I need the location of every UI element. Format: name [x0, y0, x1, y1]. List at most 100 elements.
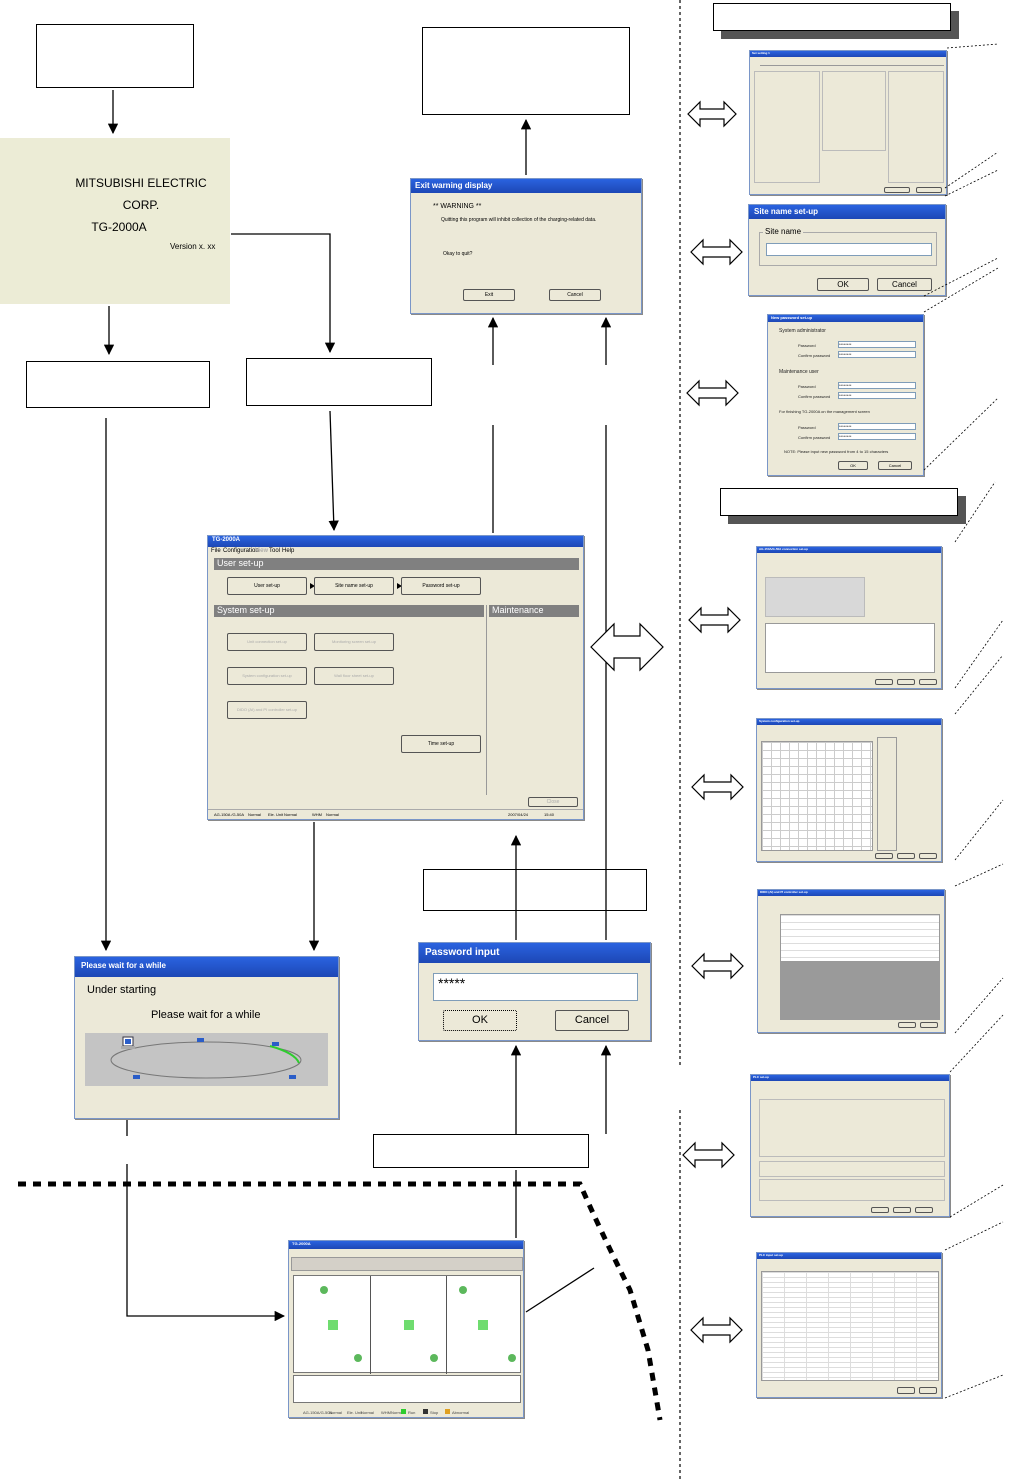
time-setup-button[interactable]: Time set-up — [401, 735, 481, 753]
unit-icon[interactable] — [320, 1286, 328, 1294]
splash-version: Version x. xx — [170, 242, 216, 251]
menu-tool[interactable]: Tool — [269, 548, 281, 554]
monitoring-window: TG-2000A AG-150A/G-50A Normal Ele. Unit … — [288, 1240, 524, 1418]
unit-icon[interactable] — [459, 1286, 467, 1294]
network-ring-graphic — [110, 1036, 302, 1079]
please-wait-title: Please wait for a while — [75, 957, 338, 977]
thumb-plc-window: PLC set-up — [750, 1074, 950, 1217]
thumb4-back-button[interactable] — [875, 679, 893, 685]
password-setup-button[interactable]: Password set-up — [401, 577, 481, 595]
monitor-status-ele: Ele. Unit — [347, 1410, 363, 1415]
flow-box-password — [423, 869, 647, 911]
thumb6-cancel-button[interactable] — [920, 1022, 938, 1028]
flow-box-left — [26, 361, 210, 408]
exit-button[interactable]: Exit — [463, 289, 515, 301]
new-password-ok-button[interactable]: OK — [838, 461, 868, 470]
maint-confirm-input[interactable]: ******** — [838, 392, 916, 399]
splash-line-1: MITSUBISHI ELECTRIC — [75, 176, 207, 190]
thumb5-back-button[interactable] — [875, 853, 893, 859]
close-button[interactable]: Close — [528, 797, 578, 807]
status-date: 2007/04/24 — [508, 812, 529, 817]
thumb1-finish-button[interactable] — [884, 187, 910, 193]
please-wait-dialog: Please wait for a while Under starting P… — [74, 956, 339, 1119]
menu-view[interactable]: View — [255, 548, 268, 554]
password-ok-button[interactable]: OK — [443, 1010, 517, 1031]
thumb-plc-input-window: PLC input set-up — [756, 1252, 942, 1398]
status-ag150: AG-150A /G-50A — [214, 812, 245, 817]
sysadmin-password-input[interactable]: ******** — [838, 341, 916, 348]
room-divider — [446, 1276, 447, 1374]
abnormal-legend-icon — [445, 1409, 450, 1414]
thumb-setting-window: Set setting 1 — [749, 50, 947, 195]
label-system-setup-group — [720, 488, 958, 516]
thumb1-tab-strip — [760, 61, 944, 66]
status-ele-unit-value: Normal — [284, 812, 297, 817]
unit-icon[interactable] — [404, 1320, 414, 1330]
monitor-toolbar — [291, 1257, 523, 1271]
thumb1-cancel-button[interactable] — [916, 187, 942, 193]
thumb6-ok-button[interactable] — [898, 1022, 916, 1028]
thumb6-title: DIDO (AI) and PI controller set-up — [758, 890, 944, 896]
exit-message: Quitting this program will inhibit colle… — [441, 217, 597, 223]
flow-box-exit — [422, 27, 630, 115]
menu-file[interactable]: File — [211, 548, 221, 554]
sysadmin-password-label: Password — [798, 343, 816, 348]
site-name-input[interactable] — [766, 243, 932, 256]
thumb5-side-panel — [877, 737, 897, 851]
menu-help[interactable]: Help — [282, 548, 295, 554]
maint-password-input[interactable]: ******** — [838, 382, 916, 389]
thumb8-close-button[interactable] — [919, 1387, 937, 1394]
finish-password-input[interactable]: ******** — [838, 423, 916, 430]
sysadmin-confirm-input[interactable]: ******** — [838, 351, 916, 358]
unit-icon[interactable] — [508, 1354, 516, 1362]
site-name-ok-button[interactable]: OK — [817, 278, 869, 291]
user-setup-button[interactable]: User set-up — [227, 577, 307, 595]
sysadmin-confirm-label: Confirm password — [798, 353, 831, 358]
finish-confirm-input[interactable]: ******** — [838, 433, 916, 440]
thumb4-finish-button[interactable] — [897, 679, 915, 685]
monitor-status-ele-value: Normal — [361, 1410, 374, 1415]
wall-floor-sheet-button[interactable]: Wall floor sheet set-up — [314, 667, 394, 685]
password-input[interactable]: ***** — [433, 973, 638, 1001]
thumb4-cancel-button[interactable] — [919, 679, 937, 685]
password-cancel-button[interactable]: Cancel — [555, 1010, 629, 1031]
thumb-unit-connection-window: AG-150A/G-50A connection set-up — [756, 546, 942, 689]
thumb7-cancel-button[interactable] — [915, 1207, 933, 1213]
thumb7-ok-button[interactable] — [893, 1207, 911, 1213]
site-name-label: Site name — [763, 227, 804, 236]
new-password-dialog: New password set-up System administrator… — [767, 314, 924, 476]
system-configuration-button[interactable]: System configuration set-up — [227, 667, 307, 685]
thumb8-table — [761, 1271, 939, 1381]
monitoring-screen-button[interactable]: Monitoring screen set-up — [314, 633, 394, 651]
unit-icon[interactable] — [328, 1320, 338, 1330]
thumb1-panel-right — [888, 71, 944, 183]
system-setup-bar: System set-up — [214, 605, 484, 617]
monitor-title: TG-2000A — [289, 1241, 523, 1249]
unit-icon[interactable] — [478, 1320, 488, 1330]
legend-run: Run — [408, 1410, 416, 1415]
site-name-cancel-button[interactable]: Cancel — [877, 278, 932, 291]
main-status-bar: AG-150A /G-50A Normal Ele. Unit Normal W… — [208, 809, 583, 819]
new-password-cancel-button[interactable]: Cancel — [878, 461, 912, 470]
unit-icon[interactable] — [430, 1354, 438, 1362]
site-name-dialog: Site name set-up Site name OK Cancel — [748, 204, 946, 296]
site-name-setup-button[interactable]: Site name set-up — [314, 577, 394, 595]
monitor-status-whm-value: Normal — [391, 1410, 404, 1415]
exit-cancel-button[interactable]: Cancel — [549, 289, 601, 301]
thumb5-ok-button[interactable] — [897, 853, 915, 859]
status-whm: WHM — [312, 812, 322, 817]
splash-screen: MITSUBISHI ELECTRIC CORP. TG-2000A Versi… — [0, 138, 230, 304]
unit-icon[interactable] — [354, 1354, 362, 1362]
thumb5-cancel-button[interactable] — [919, 853, 937, 859]
dido-pi-controller-button[interactable]: DIDO (AI) and PI controller set-up — [227, 701, 307, 719]
monitor-status-whm: WHM — [381, 1410, 391, 1415]
main-window: TG-2000A File Configuration View Tool He… — [207, 535, 584, 820]
thumb8-finish-button[interactable] — [897, 1387, 915, 1394]
thumb4-title: AG-150A/G-50A connection set-up — [757, 547, 941, 553]
unit-connection-button[interactable]: Unit connection set-up — [227, 633, 307, 651]
main-window-title: TG-2000A — [208, 536, 583, 547]
thumb7-form-group — [759, 1099, 945, 1157]
thumb7-back-button[interactable] — [871, 1207, 889, 1213]
thumb1-title: Set setting 1 — [750, 51, 946, 57]
menu-configuration[interactable]: Configuration — [223, 548, 259, 554]
